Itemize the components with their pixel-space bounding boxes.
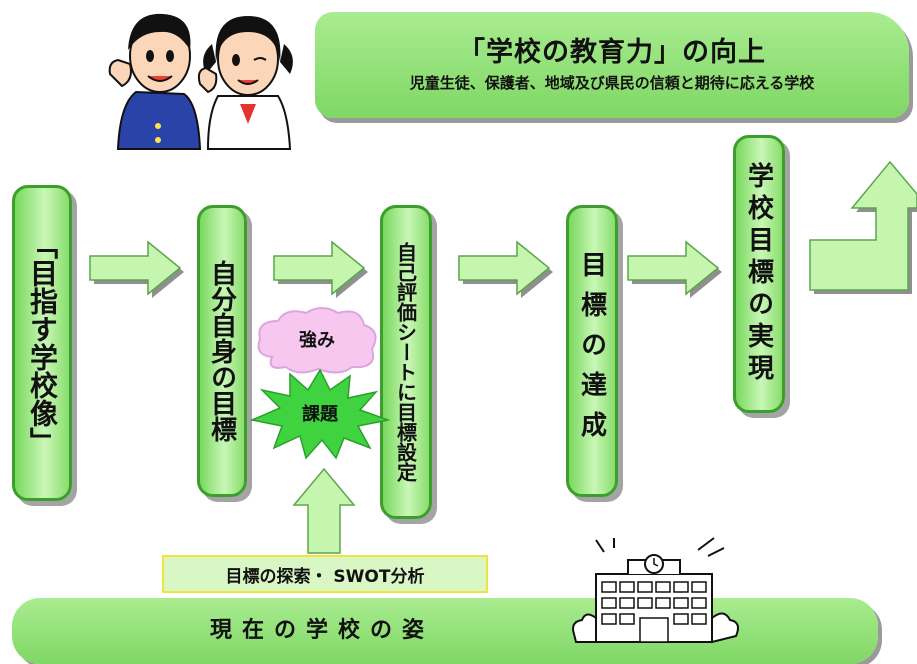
arrow-up [292,467,356,554]
step-evaluation-sheet: 自己評価シートに目標設定 [380,205,432,519]
arrow-right-2 [273,240,368,298]
school-building-icon [572,537,739,644]
top-banner [315,12,909,118]
step-goal-achievement: 目標の達成 [566,205,618,497]
students-illustration-icon [108,13,293,150]
issues-label: 課題 [302,404,338,425]
step-school-goal-realization: 学校目標の実現 [733,135,785,413]
bent-up-arrow [809,160,917,294]
step-self-goal: 自分自身の目標 [197,205,247,497]
current-school-label: 現在の学校の姿 [209,618,434,643]
banner-title: 「学校の教育力」の向上 [458,37,766,68]
issues-burst-icon [249,368,391,460]
step-school-vision: 「目指す学校像」 [12,185,72,501]
step-goal-achievement-label: 目標の達成 [576,251,607,451]
arrow-right-1 [89,240,184,298]
arrow-right-4 [627,240,722,298]
strengths-cloud-icon [257,307,377,374]
step-school-goal-realization-label: 学校目標の実現 [743,162,774,386]
arrow-right-3 [458,240,553,298]
step-self-goal-label: 自分自身の目標 [206,260,237,442]
strengths-label: 強み [299,330,335,351]
banner-subtitle: 児童生徒、保護者、地域及び県民の信頼と期待に応える学校 [409,74,815,92]
swot-analysis-box: 目標の探索・ SWOT分析 [162,555,488,593]
step-school-vision-label: 「目指す学校像」 [26,231,59,455]
step-evaluation-sheet-label: 自己評価シートに目標設定 [393,242,418,482]
